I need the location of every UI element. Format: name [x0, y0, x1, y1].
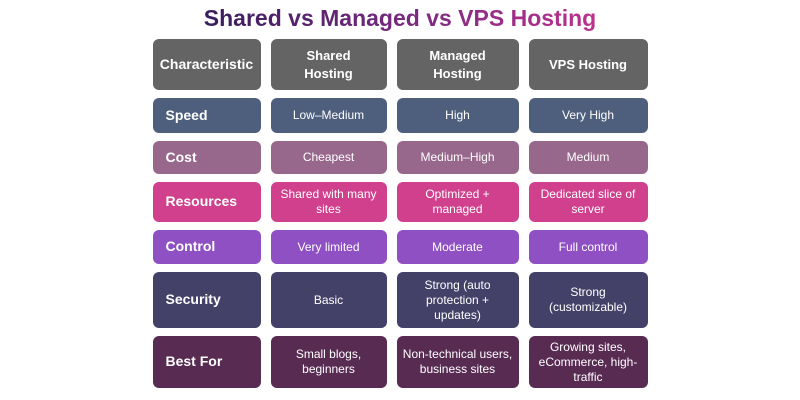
cell-cost-shared: Cheapest [270, 141, 387, 174]
cell-security-vps: Strong (customizable) [528, 272, 648, 328]
cell-resources-shared: Shared with many sites [270, 182, 387, 222]
cell-security-managed: Strong (auto protection + updates) [396, 272, 519, 328]
page-title: Shared vs Managed vs VPS Hosting [0, 0, 800, 32]
row-label-speed: Speed [152, 98, 261, 133]
row-label-control: Control [152, 230, 261, 264]
header-cell-shared-hosting: Shared Hosting [270, 39, 387, 90]
cell-cost-vps: Medium [528, 141, 648, 174]
cell-resources-vps: Dedicated slice of server [528, 182, 648, 222]
cell-speed-vps: Very High [528, 98, 648, 133]
cell-control-shared: Very limited [270, 230, 387, 264]
cell-control-vps: Full control [528, 230, 648, 264]
row-label-resources: Resources [152, 182, 261, 222]
row-label-security: Security [152, 272, 261, 328]
header-cell-characteristic: Characteristic [152, 39, 261, 90]
cell-security-shared: Basic [270, 272, 387, 328]
comparison-table: Characteristic Shared Hosting Managed Ho… [152, 39, 648, 388]
cell-best-for-managed: Non-technical users, business sites [396, 336, 519, 388]
cell-cost-managed: Medium–High [396, 141, 519, 174]
row-label-cost: Cost [152, 141, 261, 174]
cell-best-for-vps: Growing sites, eCommerce, high- traffic [528, 336, 648, 388]
cell-speed-shared: Low–Medium [270, 98, 387, 133]
header-cell-managed-hosting: Managed Hosting [396, 39, 519, 90]
cell-best-for-shared: Small blogs, beginners [270, 336, 387, 388]
cell-resources-managed: Optimized + managed [396, 182, 519, 222]
header-cell-vps-hosting: VPS Hosting [528, 39, 648, 90]
cell-control-managed: Moderate [396, 230, 519, 264]
cell-speed-managed: High [396, 98, 519, 133]
row-label-best-for: Best For [152, 336, 261, 388]
